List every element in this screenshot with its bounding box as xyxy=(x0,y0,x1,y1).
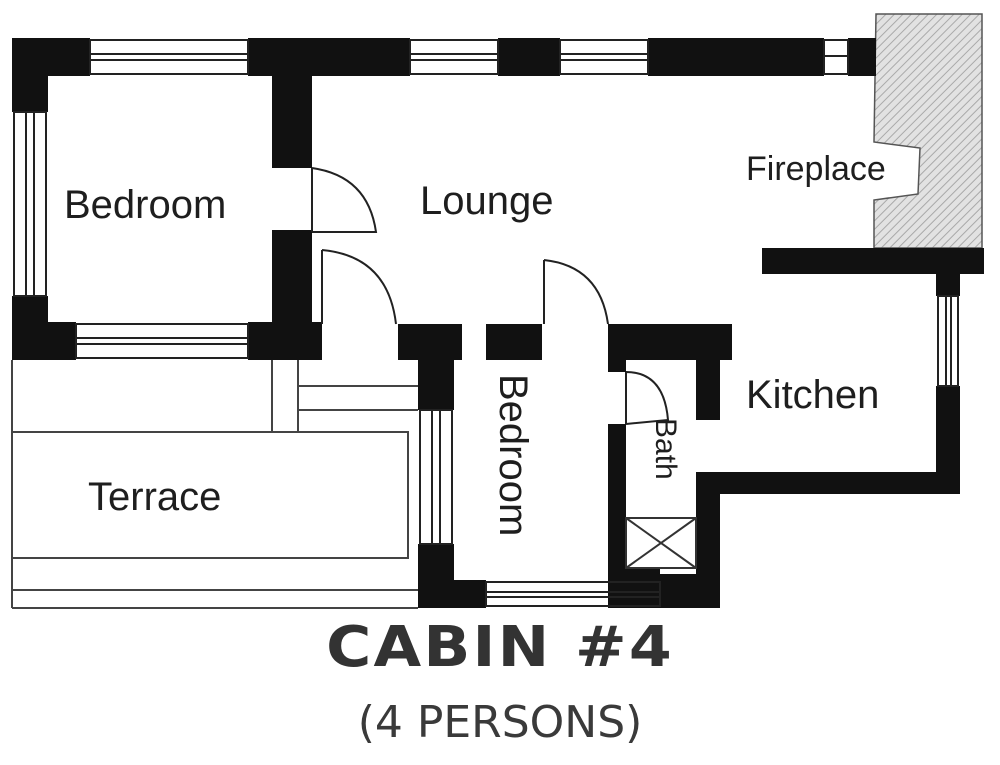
bedroom-door-swing xyxy=(311,167,378,233)
lounge-label: Lounge xyxy=(420,179,553,223)
bath-label: Bath xyxy=(649,418,682,480)
small-bedroom-label: Bedroom xyxy=(491,374,535,536)
bath-fixture xyxy=(625,517,697,569)
bath-door-swing xyxy=(625,371,670,425)
small-bedroom-door-swing xyxy=(543,259,609,325)
plan-subtitle: (4 PERSONS) xyxy=(357,697,643,748)
windows xyxy=(13,39,959,607)
bedroom-label: Bedroom xyxy=(64,183,226,227)
terrace-label: Terrace xyxy=(88,475,221,519)
fireplace-label: Fireplace xyxy=(746,150,886,188)
doors xyxy=(311,167,670,425)
floor-plan: Bedroom Lounge Fireplace Kitchen Terrace… xyxy=(11,13,984,609)
terrace-outline xyxy=(11,360,418,609)
kitchen-label: Kitchen xyxy=(746,373,879,417)
entry-door-swing xyxy=(321,249,397,325)
plan-title: CABIN #4 xyxy=(326,615,674,680)
fireplace-hearth xyxy=(873,13,983,249)
exterior-walls xyxy=(12,38,984,608)
